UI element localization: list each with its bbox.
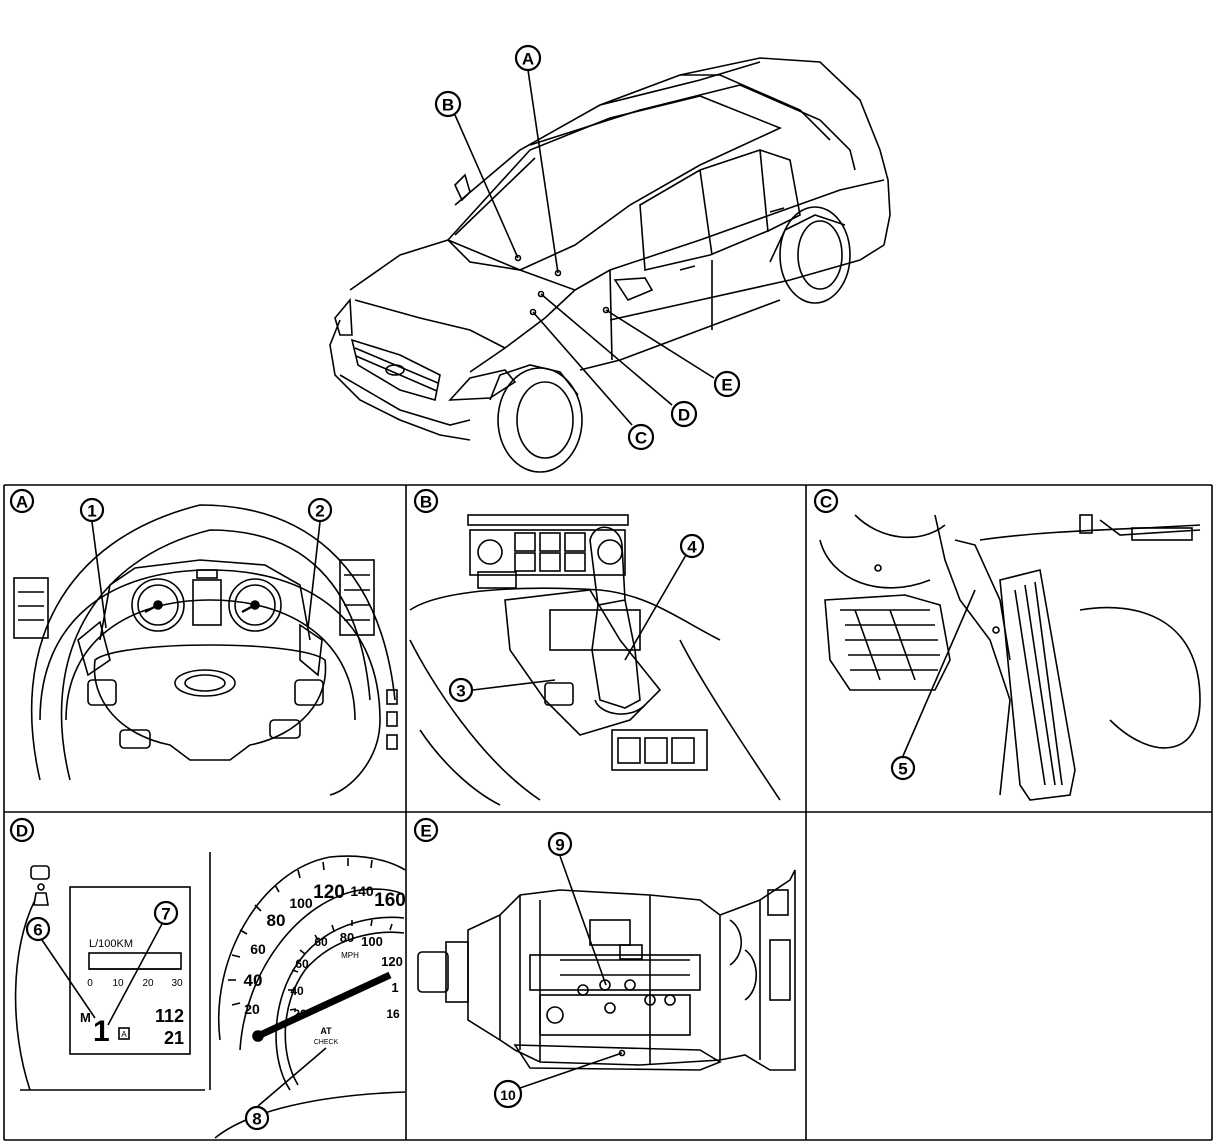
callout-5: 5 [890,755,916,781]
svg-text:B: B [420,493,432,512]
svg-text:7: 7 [161,905,170,924]
callout-10: 10 [493,1079,523,1109]
display-value-1: 112 [155,1006,184,1026]
speedo-outer-60: 60 [250,941,266,957]
overview-callout-c: C [627,423,655,451]
mph-label: MPH [341,951,359,960]
panel-b-center-console [409,514,781,806]
svg-text:2: 2 [315,502,324,521]
svg-text:6: 6 [33,921,42,940]
callout-6: 6 [25,916,51,942]
panel-d-combination-meter [14,852,406,1139]
svg-text:3: 3 [456,682,465,701]
scale-tick-10: 10 [112,978,124,989]
svg-text:D: D [16,822,28,841]
speedo-inner-40: 40 [290,984,304,998]
speedo-outer-40: 40 [244,971,263,990]
speedo-inner-20: 20 [293,1007,307,1021]
check-label: CHECK [314,1039,339,1046]
svg-text:5: 5 [898,760,907,779]
svg-text:4: 4 [687,538,697,557]
display-indicator: A [121,1030,127,1039]
speedo-inner-60-left: 60 [295,957,309,971]
speedo-outer-0: 0 [255,1028,262,1043]
svg-text:E: E [420,822,431,841]
callout-3: 3 [448,677,474,703]
svg-text:D: D [678,406,690,425]
overview-callout-a: A [514,44,542,72]
panel-a-letter: A [9,488,35,514]
callout-9: 9 [547,831,573,857]
speedo-inner-60: 60 [314,935,328,949]
svg-text:C: C [635,429,647,448]
callout-4: 4 [679,533,705,559]
overview-callout-e: E [713,370,741,398]
svg-text:9: 9 [555,836,564,855]
overview-callout-d: D [670,400,698,428]
speedo-inner-100: 100 [361,934,383,949]
svg-text:1: 1 [87,502,96,521]
scale-tick-30: 30 [171,978,183,989]
callout-8: 8 [244,1105,270,1131]
display-unit-label: L/100KM [89,938,133,950]
speedo-outer-160: 160 [374,890,406,911]
overview-callout-b: B [434,90,462,118]
speedo-outer-20: 20 [244,1001,260,1017]
speedo-outer-140: 140 [350,883,374,899]
speedo-outer-100: 100 [289,895,313,911]
car-overview [329,57,891,473]
speedo-outer-120: 120 [313,882,345,903]
display-mode: M [80,1010,91,1025]
scale-tick-0: 0 [87,978,93,989]
svg-text:E: E [721,376,732,395]
svg-text:C: C [820,493,832,512]
panel-e-transmission [417,855,796,1089]
display-value-2: 21 [164,1028,184,1048]
panel-a-steering-wheel [13,504,398,796]
at-label: AT [320,1026,332,1036]
panel-d-letter: D [9,817,35,843]
speedometer-numbers: 0 20 40 60 80 100 120 140 160 20 40 60 6… [244,882,406,1046]
display-gear: 1 [93,1015,110,1048]
meter-display-text: L/100KM 0 10 20 30 M 1 A 112 21 [80,938,184,1048]
panel-e-letter: E [413,817,439,843]
svg-text:8: 8 [252,1110,261,1129]
svg-text:B: B [442,96,454,115]
speedo-outer-80: 80 [267,911,286,930]
svg-text:A: A [522,50,534,69]
panel-b-letter: B [413,488,439,514]
speedo-inner-16: 16 [386,1007,400,1021]
svg-text:A: A [16,493,28,512]
scale-tick-20: 20 [142,978,154,989]
svg-text:10: 10 [500,1087,516,1103]
callout-1: 1 [79,497,105,523]
speedo-inner-80: 80 [340,930,354,945]
panel-c-pedals [819,514,1201,801]
speedo-inner-1: 1 [391,980,398,995]
callout-7: 7 [153,900,179,926]
speedo-inner-120: 120 [381,954,403,969]
callout-2: 2 [307,497,333,523]
panel-c-letter: C [813,488,839,514]
panel-grid [3,484,1213,1141]
